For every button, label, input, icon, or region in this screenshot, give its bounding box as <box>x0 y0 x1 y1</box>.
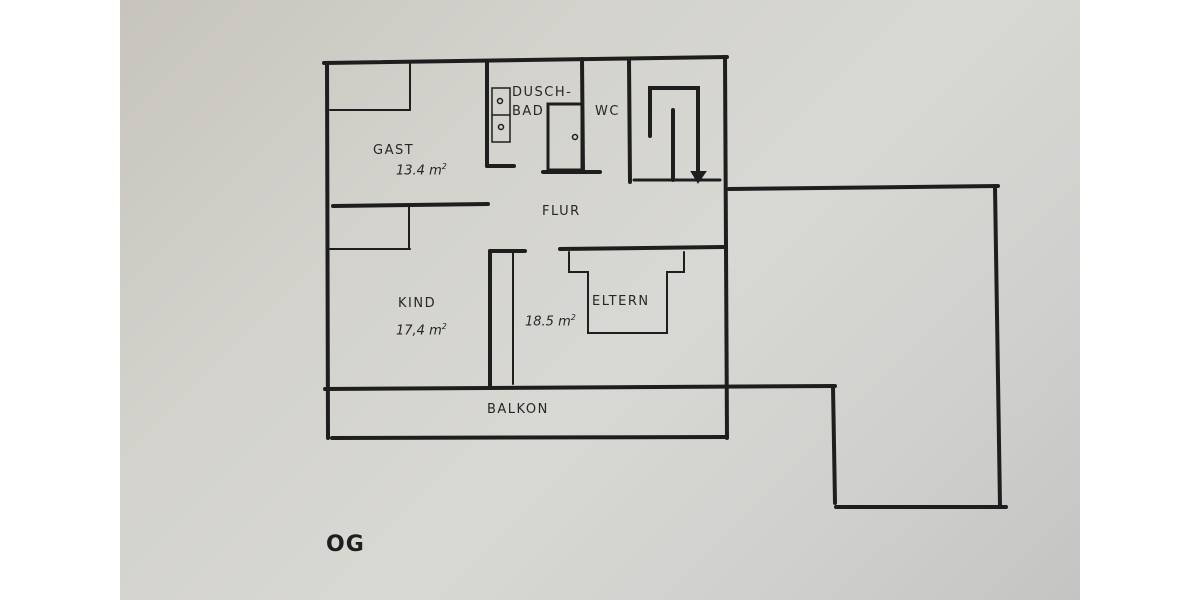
balkon-bottom-wall <box>330 435 729 440</box>
annex-right-wall <box>993 185 1002 508</box>
outer-wall-left <box>325 61 330 440</box>
paper-sheet <box>120 0 1080 600</box>
room-area-kind: 17,4 m2 <box>396 322 447 339</box>
room-label-wc: WC <box>595 104 620 119</box>
room-label-duschbad-1: DUSCH- <box>512 85 573 100</box>
outer-wall-right <box>723 55 729 440</box>
room-label-gast: GAST <box>373 143 415 158</box>
annex-inner-wall <box>831 384 837 505</box>
floor-label: OG <box>326 532 365 557</box>
balkon-top-wall <box>323 384 837 391</box>
room-label-eltern: ELTERN <box>592 294 650 309</box>
room-label-kind: KIND <box>398 296 437 311</box>
room-label-flur: FLUR <box>542 204 581 219</box>
room-area-gast: 13.4 m2 <box>396 162 447 179</box>
outer-wall-top <box>322 55 729 65</box>
room-area-eltern: 18.5 m2 <box>525 313 576 330</box>
gast-kind-wall <box>331 202 490 208</box>
annex-top-wall <box>727 184 1000 191</box>
room-label-duschbad-2: BAD <box>512 104 545 119</box>
room-label-balkon: BALKON <box>487 402 549 417</box>
